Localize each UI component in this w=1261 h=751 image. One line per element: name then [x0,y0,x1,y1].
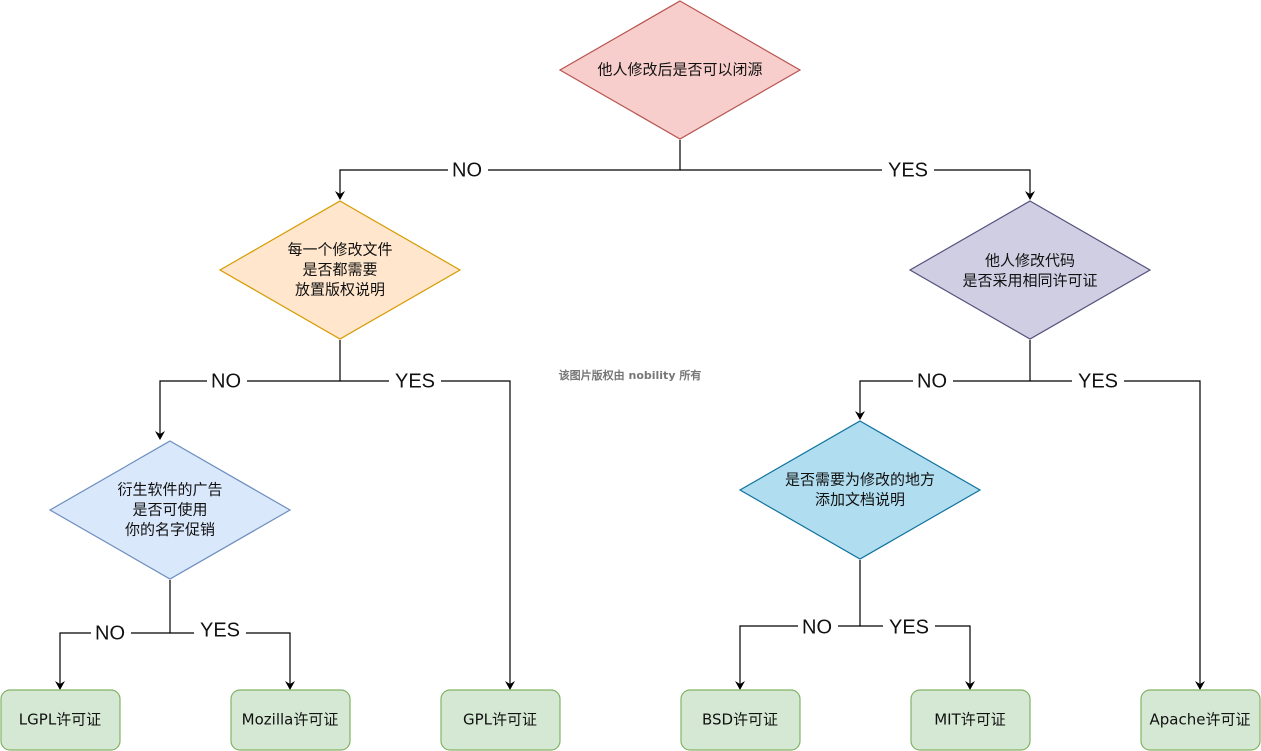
edge-left-no [155,340,341,440]
edge-label-no: NO [452,159,482,181]
leaf-gpl: GPL许可证 [440,689,561,751]
decision-text: 每一个修改文件 [287,241,392,259]
edge-label-yes: YES [200,619,240,641]
edge-labels: NO YES NO YES NO YES NO YES NO YES [91,158,1124,645]
edge-left-yes [340,380,515,690]
edge-right-yes [1030,380,1205,690]
edge-label-no: NO [95,622,125,644]
edge-label-yes: YES [1078,370,1118,392]
leaf-mit: MIT许可证 [910,689,1031,751]
leaf-text: MIT许可证 [934,711,1006,729]
decision-document-changes: 是否需要为修改的地方 添加文档说明 [738,420,982,560]
decision-text: 衍生软件的广告 [117,481,222,499]
decision-text: 放置版权说明 [295,281,385,299]
decision-name-promotion: 衍生软件的广告 是否可使用 你的名字促销 [48,440,292,580]
leaf-mozilla: Mozilla许可证 [230,689,351,751]
decision-text: 是否需要为修改的地方 [785,471,935,489]
leaf-text: Apache许可证 [1150,711,1251,729]
edge-label-yes: YES [889,616,929,638]
edge-label-yes: YES [395,370,435,392]
edge-root-no [335,140,681,200]
leaf-bsd: BSD许可证 [680,689,801,751]
leaf-lgpl: LGPL许可证 [0,689,121,751]
decision-text: 添加文档说明 [815,491,905,509]
decision-text: 是否都需要 [302,261,377,279]
decision-text: 是否采用相同许可证 [962,272,1097,290]
decision-root: 他人修改后是否可以闭源 [558,0,802,140]
decision-text: 他人修改后是否可以闭源 [597,61,762,79]
watermark: 该图片版权由 nobility 所有 [559,368,702,382]
decision-copyright-notice: 每一个修改文件 是否都需要 放置版权说明 [218,200,462,340]
decision-text: 他人修改代码 [985,252,1075,270]
leaf-text: BSD许可证 [702,711,778,729]
decision-same-license: 他人修改代码 是否采用相同许可证 [908,200,1152,340]
decision-text: 是否可使用 [132,501,207,519]
leaf-text: GPL许可证 [463,711,537,729]
decision-text: 你的名字促销 [125,521,215,539]
leaf-text: LGPL许可证 [19,711,101,729]
edge-label-yes: YES [888,159,928,181]
leaf-apache: Apache许可证 [1140,689,1261,751]
edge-root-yes [680,169,1035,200]
leaf-text: Mozilla许可证 [242,711,339,729]
edge-label-no: NO [211,370,241,392]
edge-label-no: NO [917,370,947,392]
edge-label-no: NO [802,616,832,638]
